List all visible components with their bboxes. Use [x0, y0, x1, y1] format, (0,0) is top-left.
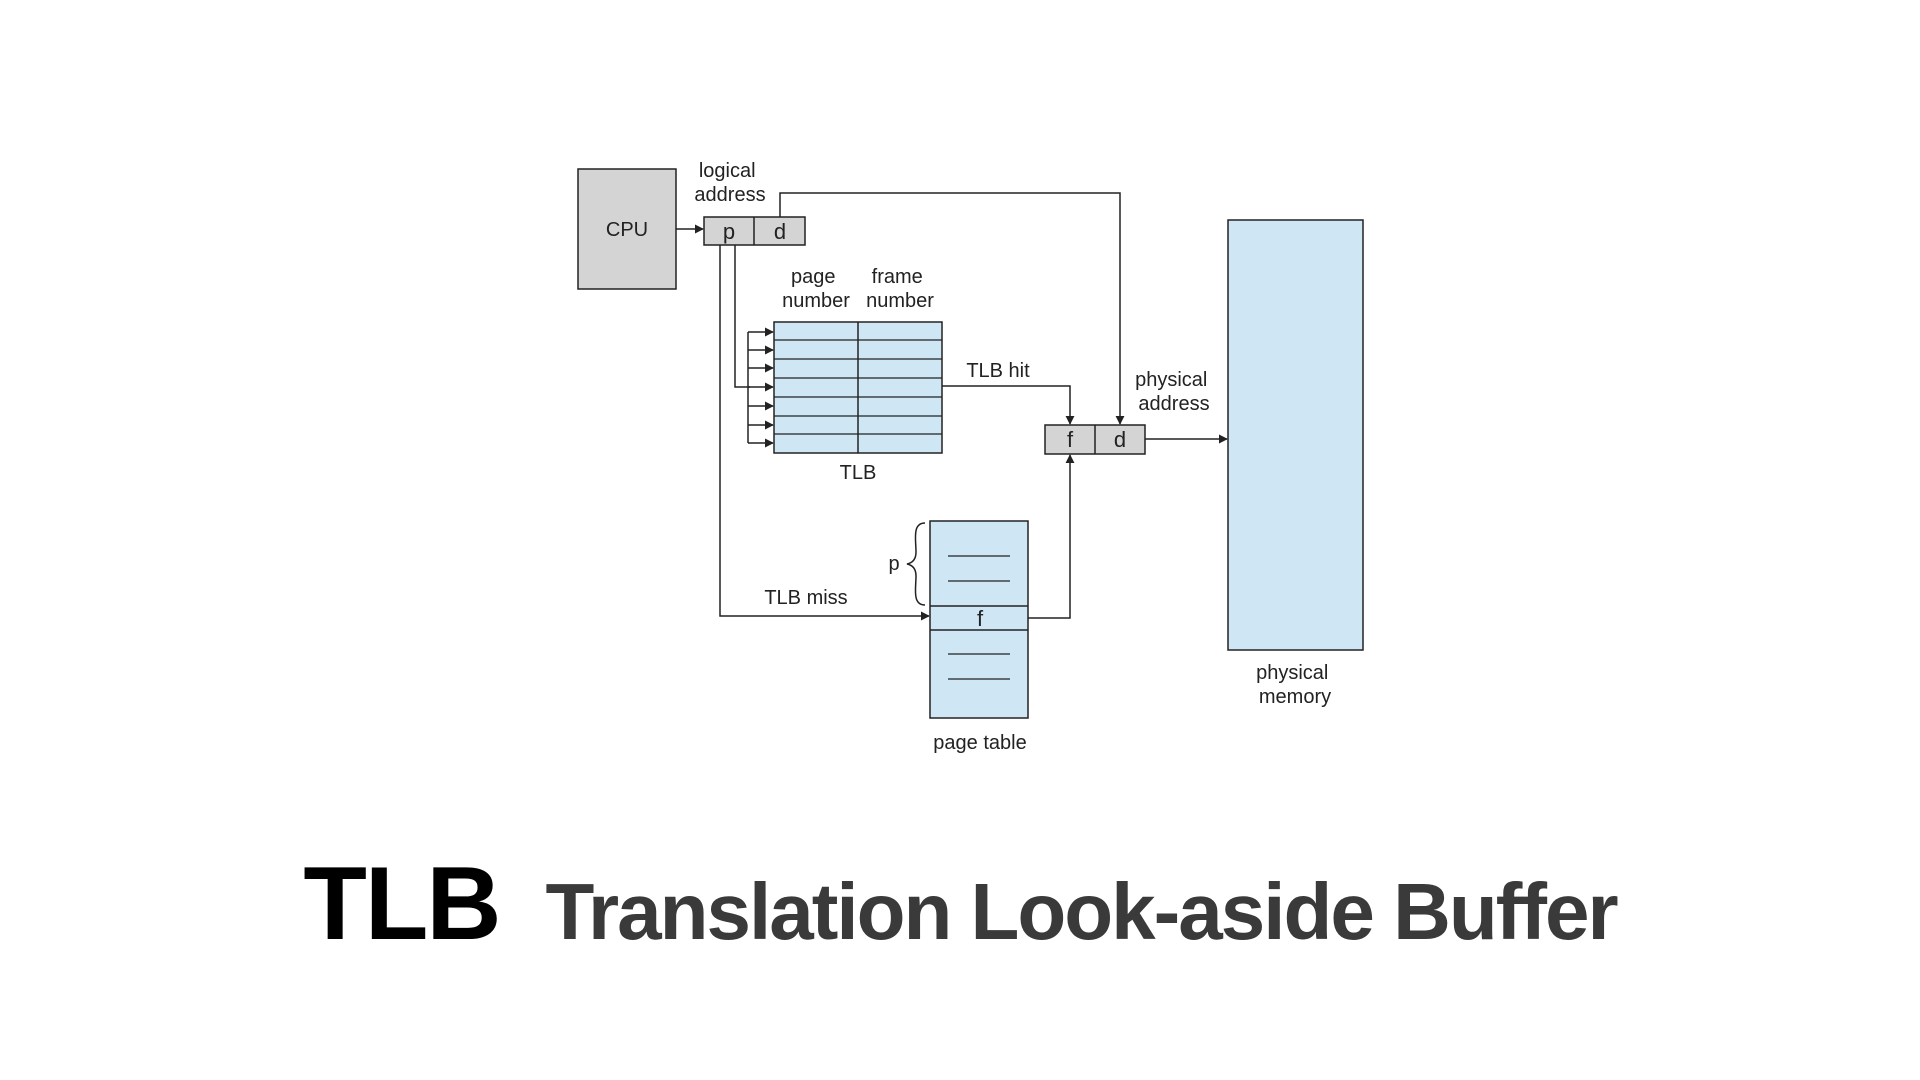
- page-table-f: f: [977, 606, 984, 631]
- tlb-hit-arrow: [942, 385, 1075, 425]
- physical-address-label: physical address: [1135, 369, 1213, 415]
- physical-memory-box: [1227, 219, 1364, 651]
- tlb-hit-label: TLB hit: [966, 360, 1030, 382]
- tlb-miss-label: TLB miss: [764, 587, 847, 609]
- caption-full-name: Translation Look-aside Buffer: [545, 867, 1619, 956]
- tlb-table: [773, 321, 943, 454]
- page-index-brace: [906, 522, 926, 606]
- physical-d: d: [1114, 427, 1126, 452]
- page-table: [929, 520, 1029, 719]
- offset-arrow: [779, 192, 1125, 425]
- logical-address-label: logical address: [694, 160, 765, 206]
- page-table-p: p: [888, 553, 899, 575]
- physical-f: f: [1067, 427, 1074, 452]
- page-number-header: page number: [782, 266, 850, 312]
- tlb-lookup-arrows: [734, 245, 774, 448]
- logical-d: d: [774, 219, 786, 244]
- cpu-label: CPU: [606, 219, 648, 241]
- page-table-label: page table: [933, 732, 1026, 754]
- physical-memory-label: physical memory: [1256, 662, 1334, 708]
- cpu-box: [577, 168, 677, 290]
- slide-caption: TLB Translation Look-aside Buffer: [0, 845, 1920, 964]
- tlb-miss-arrow: [719, 245, 930, 621]
- tlb-label: TLB: [840, 462, 877, 484]
- logical-p: p: [723, 219, 735, 244]
- frame-number-header: frame number: [866, 266, 934, 312]
- page-table-to-frame-arrow: [1028, 454, 1075, 619]
- caption-abbreviation: TLB: [303, 846, 501, 962]
